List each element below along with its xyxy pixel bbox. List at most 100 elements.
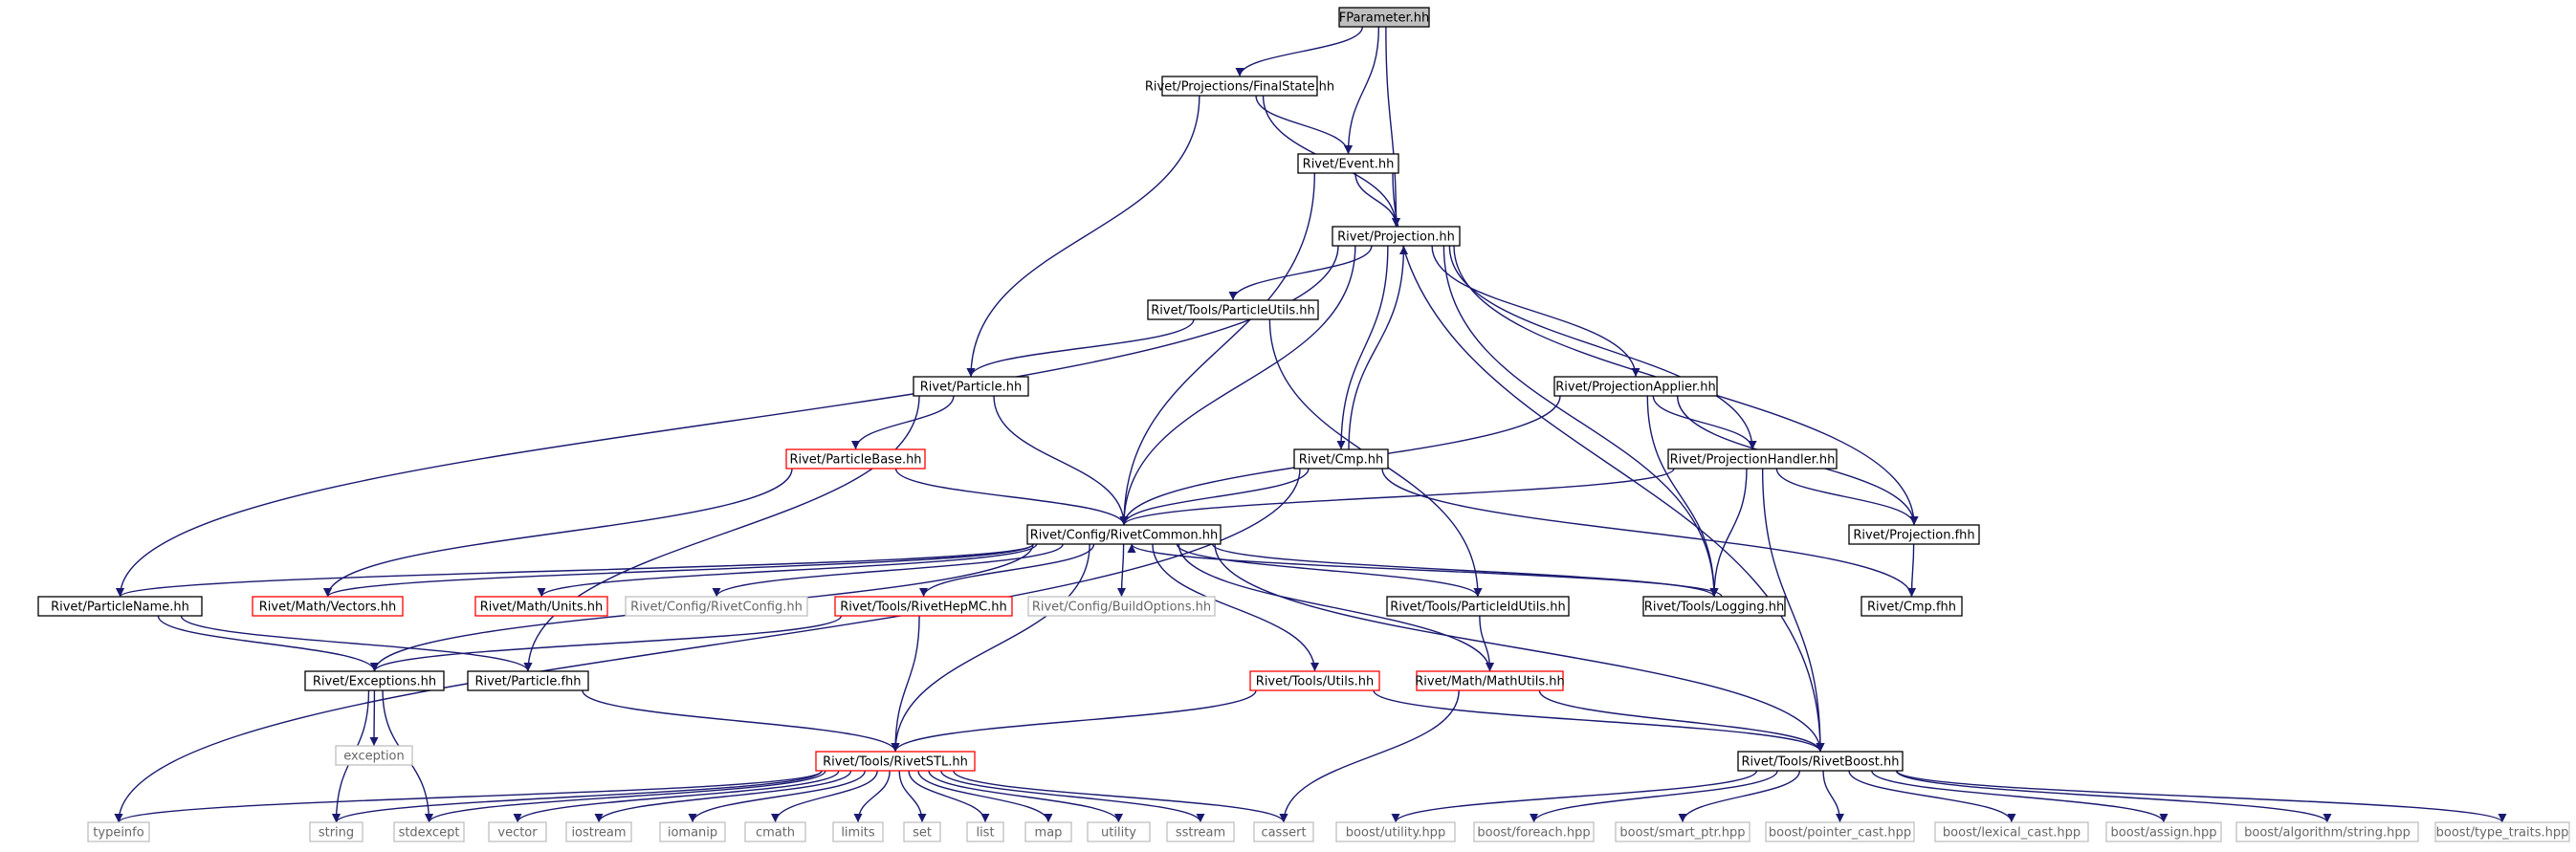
- node-box-cmp: [1293, 448, 1389, 470]
- node-box-cmath: [744, 821, 806, 842]
- edge-rivetstl-to-sstream: [940, 770, 1205, 823]
- edge-rivetcommon-to-buildoptions: [1117, 543, 1127, 598]
- node-cmpfhh[interactable]: Rivet/Cmp.fhh: [1860, 596, 1963, 617]
- node-box-vectors: [252, 596, 404, 617]
- node-box-vector: [488, 821, 547, 842]
- node-label-logging: Rivet/Tools/Logging.hh: [1644, 601, 1784, 615]
- node-b_assign: boost/assign.hpp: [2105, 821, 2222, 842]
- node-box-particleidutils: [1386, 596, 1570, 617]
- node-buildoptions: Rivet/Config/BuildOptions.hh: [1027, 596, 1216, 617]
- node-particlebase[interactable]: Rivet/ParticleBase.hh: [785, 448, 926, 470]
- node-label-b_lexicalcast: boost/lexical_cast.hpp: [1943, 826, 2081, 841]
- edge-event-to-rivetboost: [1392, 172, 1825, 753]
- node-label-list: list: [976, 826, 994, 841]
- edge-particlebase-to-vectors: [323, 468, 793, 598]
- node-exception: exception: [335, 745, 413, 766]
- node-particleidutils[interactable]: Rivet/Tools/ParticleIdUtils.hh: [1386, 596, 1570, 617]
- node-label-string: string: [319, 826, 354, 841]
- node-label-exception: exception: [343, 750, 405, 764]
- edge-projhandler-to-logging: [1709, 468, 1748, 598]
- node-rivethepmc[interactable]: Rivet/Tools/RivetHepMC.hh: [834, 596, 1013, 617]
- edge-rivetstl-to-typeinfo: [114, 770, 823, 823]
- node-event[interactable]: Rivet/Event.hh: [1297, 153, 1399, 174]
- node-mathutils[interactable]: Rivet/Math/MathUtils.hh: [1415, 670, 1565, 691]
- node-label-fparameter: FParameter.hh: [1339, 11, 1430, 26]
- node-iostream: iostream: [565, 821, 632, 842]
- edge-logging-to-rivetcommon: [1127, 543, 1723, 598]
- node-particleutils[interactable]: Rivet/Tools/ParticleUtils.hh: [1147, 299, 1319, 320]
- edge-rivetstl-to-iomanip: [688, 770, 866, 823]
- node-label-b_algostring: boost/algorithm/string.hpp: [2244, 826, 2411, 841]
- edge-rivetstl-to-utility: [928, 770, 1123, 823]
- node-particlefhh[interactable]: Rivet/Particle.fhh: [467, 670, 589, 691]
- node-cmp[interactable]: Rivet/Cmp.hh: [1293, 448, 1389, 470]
- edge-event-to-projection: [1354, 172, 1400, 228]
- node-projapplier[interactable]: Rivet/ProjectionApplier.hh: [1553, 376, 1718, 397]
- node-box-rivetboost: [1737, 751, 1904, 772]
- edge-rivetboost-to-b_lexicalcast: [1848, 770, 2016, 823]
- node-particle[interactable]: Rivet/Particle.hh: [913, 376, 1029, 397]
- node-cassert: cassert: [1253, 821, 1314, 842]
- node-projfhh[interactable]: Rivet/Projection.fhh: [1848, 524, 1980, 545]
- edge-projection-to-rivetcommon: [1119, 245, 1356, 526]
- edge-rivetstl-to-vector: [513, 770, 840, 823]
- node-label-sstream: sstream: [1176, 826, 1225, 841]
- edge-rivetboost-to-b_pointercast: [1822, 770, 1844, 823]
- node-particlename[interactable]: Rivet/ParticleName.hh: [37, 596, 203, 617]
- node-box-iostream: [565, 821, 632, 842]
- node-units[interactable]: Rivet/Math/Units.hh: [474, 596, 608, 617]
- node-label-projhandler: Rivet/ProjectionHandler.hh: [1670, 453, 1836, 468]
- node-box-mathutils: [1416, 670, 1564, 691]
- node-b_pointercast: boost/pointer_cast.hpp: [1765, 821, 1915, 842]
- node-label-mathutils: Rivet/Math/MathUtils.hh: [1415, 675, 1564, 689]
- node-rivetcommon[interactable]: Rivet/Config/RivetCommon.hh: [1026, 524, 1222, 545]
- node-box-typeinfo: [87, 821, 150, 842]
- edge-rivetcommon-to-utils: [1152, 543, 1319, 672]
- edge-fparameter-to-projection: [1385, 26, 1400, 228]
- node-box-iomanip: [659, 821, 726, 842]
- node-limits: limits: [832, 821, 884, 842]
- edges-layer: [114, 26, 2507, 823]
- node-label-b_typetraits: boost/type_traits.hpp: [2436, 826, 2569, 841]
- edge-cmp-to-projection: [1348, 245, 1408, 450]
- node-label-particle: Rivet/Particle.hh: [920, 381, 1022, 395]
- edge-particleutils-to-particle: [966, 318, 1195, 378]
- edge-projection-to-particleutils: [1228, 245, 1373, 301]
- edge-projection-to-projapplier: [1431, 245, 1640, 378]
- node-label-cmp: Rivet/Cmp.hh: [1299, 453, 1383, 468]
- node-label-cassert: cassert: [1261, 826, 1306, 841]
- node-label-b_utility: boost/utility.hpp: [1346, 826, 1445, 841]
- node-label-map: map: [1035, 826, 1063, 841]
- node-label-projection: Rivet/Projection.hh: [1337, 230, 1455, 245]
- node-box-cmpfhh: [1860, 596, 1963, 617]
- edge-particlefhh-to-rivetstl: [582, 689, 900, 753]
- node-finalstate[interactable]: Rivet/Projections/FinalState.hh: [1145, 76, 1334, 97]
- node-box-exceptions: [304, 670, 445, 691]
- node-box-rivetcommon: [1026, 524, 1222, 545]
- edge-projhandler-to-rivetboost: [1761, 468, 1825, 753]
- node-box-b_algostring: [2235, 821, 2419, 842]
- edge-rivetcommon-to-logging: [1211, 543, 1719, 598]
- node-set: set: [903, 821, 941, 842]
- node-projhandler[interactable]: Rivet/ProjectionHandler.hh: [1667, 448, 1838, 470]
- node-rivetboost[interactable]: Rivet/Tools/RivetBoost.hh: [1737, 751, 1904, 772]
- edge-rivetstl-to-string: [332, 770, 823, 823]
- node-vectors[interactable]: Rivet/Math/Vectors.hh: [252, 596, 404, 617]
- node-label-b_pointercast: boost/pointer_cast.hpp: [1769, 826, 1911, 841]
- node-label-typeinfo: typeinfo: [93, 826, 143, 841]
- edge-projapplier-to-logging: [1646, 395, 1719, 598]
- node-exceptions[interactable]: Rivet/Exceptions.hh: [304, 670, 445, 691]
- node-projection[interactable]: Rivet/Projection.hh: [1332, 226, 1461, 247]
- node-fparameter[interactable]: FParameter.hh: [1338, 7, 1430, 28]
- edge-projection-to-projhandler: [1448, 245, 1757, 450]
- node-vector: vector: [488, 821, 547, 842]
- node-label-b_assign: boost/assign.hpp: [2111, 826, 2217, 841]
- edge-rivethepmc-to-rivetstl: [891, 615, 920, 753]
- node-utils[interactable]: Rivet/Tools/Utils.hh: [1249, 670, 1380, 691]
- node-logging[interactable]: Rivet/Tools/Logging.hh: [1642, 596, 1786, 617]
- node-box-utils: [1249, 670, 1380, 691]
- node-utility: utility: [1087, 821, 1151, 842]
- node-box-b_pointercast: [1765, 821, 1915, 842]
- node-rivetstl[interactable]: Rivet/Tools/RivetSTL.hh: [815, 751, 976, 772]
